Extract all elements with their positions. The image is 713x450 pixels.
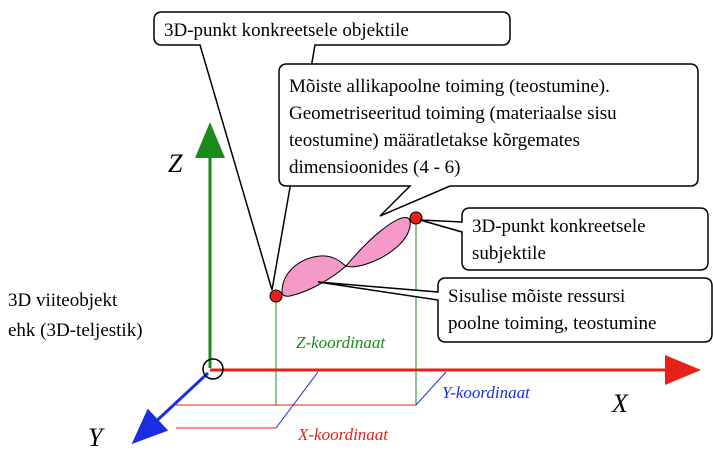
callout-resource-action (317, 277, 713, 343)
reference-object-text: 3D viiteobjekt ehk (3D-teljestik) (8, 290, 143, 341)
callout-object-point-text: 3D-punkt konkreetsele objektile (164, 20, 409, 41)
callout-action-description-text: Mõiste allikapoolne toiming (teostumine)… (289, 76, 621, 178)
callout-resource-line-2: poolne toiming, teostumine (448, 313, 656, 334)
x-axis-label: X (611, 389, 629, 418)
callout-object-point-line-1: 3D-punkt konkreetsele objektile (164, 20, 409, 41)
z-coordinate-label: Z-koordinaat (296, 333, 386, 352)
x-coordinate-label: X-koordinaat (297, 425, 389, 444)
object-point (269, 289, 283, 303)
lobe-lower (281, 255, 347, 297)
callout-action-line-3: teostumine) määratletakse kõrgemates (289, 130, 580, 151)
lobe-upper (345, 217, 411, 268)
callout-subject-point-text: 3D-punkt konkreetsele subjektile (472, 216, 650, 264)
callout-action-line-1: Mõiste allikapoolne toiming (teostumine)… (289, 76, 610, 97)
callout-action-line-2: Geometriseeritud toiming (materiaalse si… (289, 103, 617, 124)
origin-marker (202, 358, 224, 380)
y-axis (131, 371, 210, 445)
callout-subject-line-1: 3D-punkt konkreetsele (472, 216, 646, 237)
reference-object-line-1: 3D viiteobjekt (8, 290, 118, 311)
callout-action-description (278, 63, 699, 217)
y-axis-label: Y (88, 423, 105, 450)
callout-resource-line-1: Sisulise mõiste ressursi (448, 286, 625, 307)
y-coordinate-label: Y-koordinaat (442, 383, 531, 402)
z-axis-label: Z (168, 149, 183, 178)
callout-action-line-4: dimensioonides (4 - 6) (289, 157, 461, 178)
callout-resource-action-text: Sisulise mõiste ressursi poolne toiming,… (448, 286, 656, 334)
subject-point (409, 211, 423, 225)
callout-subject-point (419, 207, 709, 271)
blue-projection-line-2 (415, 371, 447, 406)
blue-projection-line-1 (275, 371, 319, 429)
callout-subject-line-2: subjektile (472, 243, 546, 264)
reference-object-line-2: ehk (3D-teljestik) (8, 320, 143, 341)
